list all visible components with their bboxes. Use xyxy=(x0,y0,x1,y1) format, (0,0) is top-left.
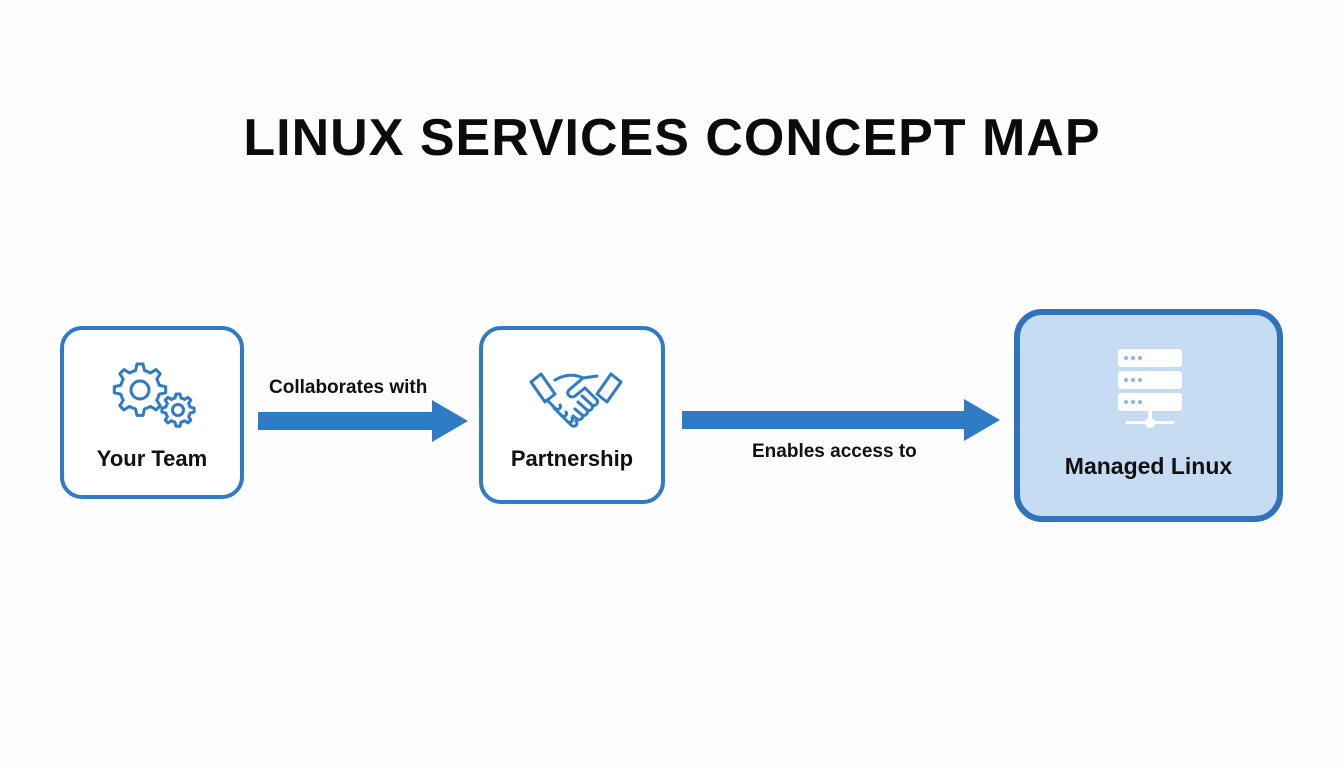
server-icon xyxy=(1118,349,1182,428)
arrow-team-to-partnership xyxy=(258,400,468,442)
edge-label-collaborates-with: Collaborates with xyxy=(269,377,428,398)
diagram-title: LINUX SERVICES CONCEPT MAP xyxy=(243,109,1101,167)
arrow-partnership-to-managed-linux xyxy=(682,399,1000,441)
gears-icon xyxy=(112,362,196,428)
handshake-icon xyxy=(529,372,623,428)
node-partnership: Partnership xyxy=(479,326,665,504)
node-label-partnership: Partnership xyxy=(510,446,634,471)
node-managed-linux: Managed Linux xyxy=(1014,309,1283,522)
node-your-team: Your Team xyxy=(60,326,244,499)
node-label-your-team: Your Team xyxy=(96,446,208,471)
node-label-managed-linux: Managed Linux xyxy=(1064,453,1233,479)
edge-label-enables-access-to: Enables access to xyxy=(752,441,917,462)
